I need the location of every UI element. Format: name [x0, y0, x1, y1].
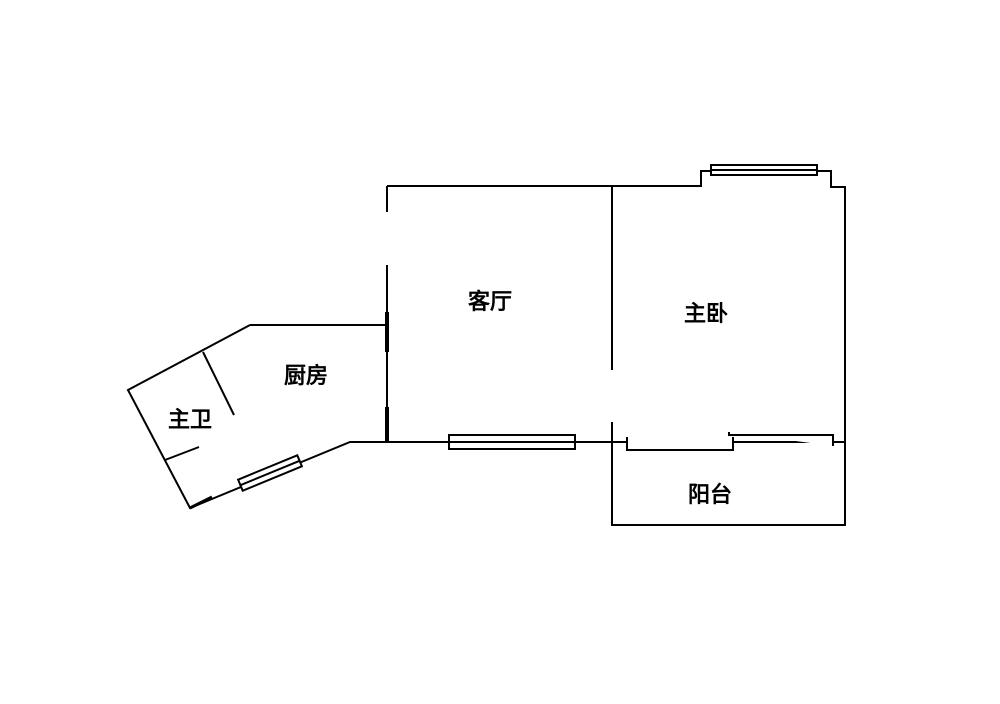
- bathroom-door-wall: [164, 446, 200, 461]
- balcony-window-left: [626, 437, 734, 451]
- balcony-window-right: [728, 432, 834, 446]
- bathroom-wall: [202, 351, 235, 416]
- room-label-master-bedroom: 主卧: [683, 302, 729, 327]
- room-label-kitchen: 厨房: [283, 364, 329, 389]
- windows: [236, 164, 834, 493]
- room-label-balcony: 阳台: [687, 483, 733, 508]
- outer-walls: [126, 170, 846, 526]
- room-label-living-room: 客厅: [467, 290, 513, 315]
- room-label-master-bathroom: 主卫: [167, 408, 213, 433]
- kitchen-window: [236, 453, 304, 493]
